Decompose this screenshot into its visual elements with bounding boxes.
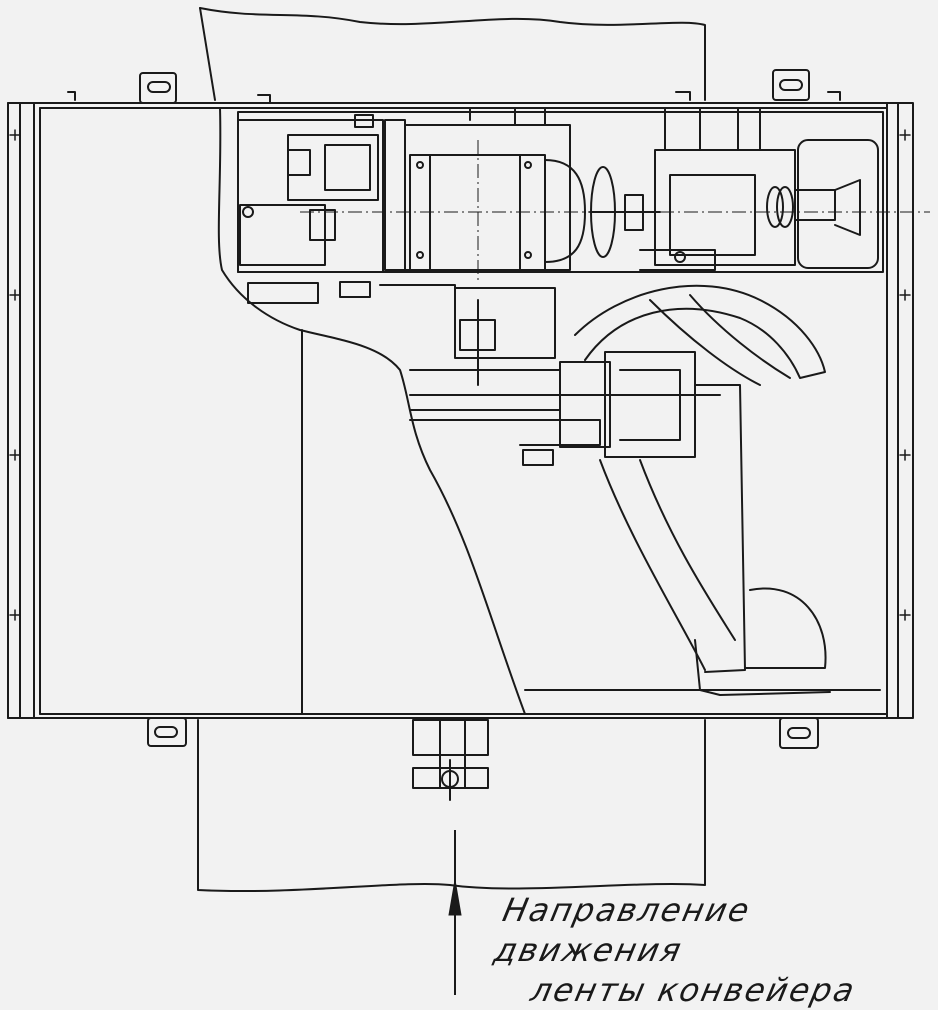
plough-deflector — [574, 284, 831, 696]
centerlines — [300, 140, 930, 280]
arrow-up-icon — [448, 830, 462, 995]
rod-assembly — [247, 281, 721, 466]
mounting-brackets — [67, 69, 841, 749]
caption-line-2: ленты конвейера — [527, 971, 860, 1009]
main-frame — [7, 102, 914, 719]
conveyor-belt — [197, 7, 706, 893]
idler-roller — [412, 719, 489, 801]
caption-line-1: Направление движения — [490, 891, 755, 969]
drive-unit — [237, 107, 884, 273]
conveyor-direction-caption: Направление движения ленты конвейера — [482, 890, 908, 1010]
